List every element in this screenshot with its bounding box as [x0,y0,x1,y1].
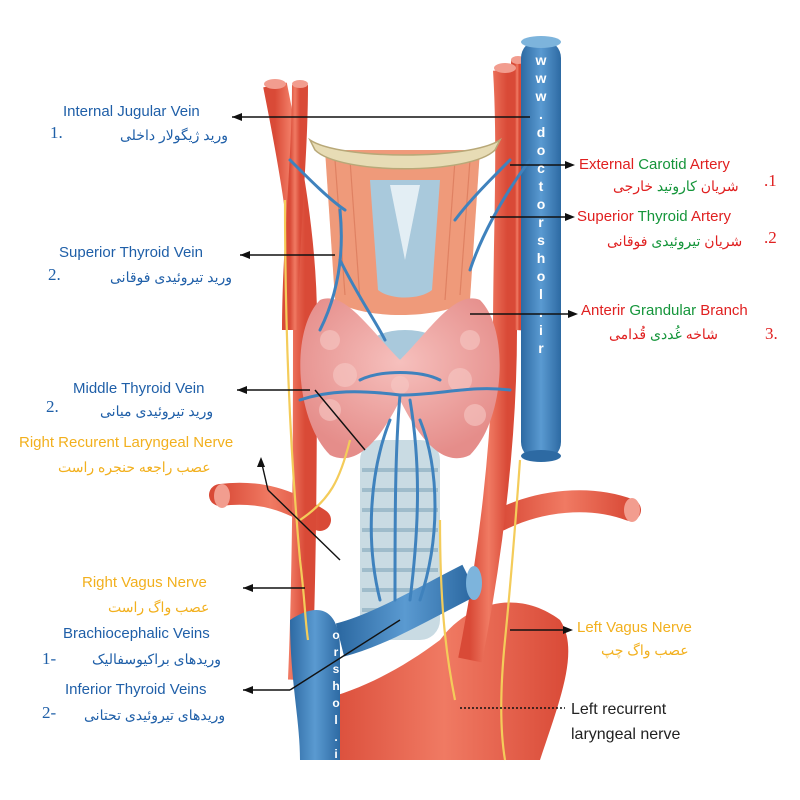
label-brachiocephalic-veins-fa: وریدهای براکیوسفالیک [92,651,221,667]
label-left-recurrent-laryngeal-nerve: Left recurrent [571,701,667,718]
right-recurrent-nerve-path [299,439,352,521]
label-left-vagus-nerve-fa: عصب واگ چپ [601,642,689,658]
left-internal-jugular-vein [521,40,561,460]
watermark-text: www.doctorshol.ir [329,492,343,781]
watermark-vertical-right: www.doctorshol.ir [533,52,550,358]
label-right-recurrent-laryngeal-nerve: Right Recurent Laryngeal Nerve [19,434,234,451]
label-external-carotid-artery-fa: شریان کاروتید خارجی [613,178,739,194]
label-internal-jugular-vein-fa: ورید ژیگولار داخلی [120,127,228,143]
label-right-vagus-nerve: Right Vagus Nerve [82,574,207,591]
label-superior-thyroid-vein: Superior Thyroid Vein [59,244,203,261]
left-external-carotid [508,59,527,331]
label-superior-thyroid-artery-fa: شریان تیروئیدی فوقانی [607,233,743,249]
label-anterior-grandular-branch-fa: شاخه غُددی قُدامی [609,326,718,342]
aortic-arch [320,602,569,760]
subclavian-left [489,490,641,531]
label-number: 2. [46,397,59,416]
label-number: .2 [764,228,777,247]
label-inferior-thyroid-veins-fa: وریدهای تیروئیدی تحتانی [84,707,226,723]
label-left-vagus-nerve: Left Vagus Nerve [577,619,692,636]
left-common-carotid [458,69,520,663]
label-left-recurrent-laryngeal-nerve-2: laryngeal nerve [571,726,681,743]
left-recurrent-nerve-path [438,519,457,701]
label-superior-thyroid-artery: Superior Thyroid Artery [577,208,731,225]
label-right-vagus-nerve-fa: عصب واگ راست [108,599,210,615]
label-number: 2- [42,703,57,722]
label-internal-jugular-vein: Internal Jugular Vein [63,103,200,120]
right-vagus-nerve-path [283,199,310,641]
right-external-carotid [282,84,308,331]
label-inferior-thyroid-veins: Inferior Thyroid Veins [65,681,207,698]
watermark-vertical-center: www.doctorshol.ir [329,492,344,781]
label-right-recurrent-laryngeal-nerve-fa: عصب راجعه حنجره راست [58,459,211,475]
label-middle-thyroid-vein: Middle Thyroid Vein [73,380,205,397]
label-brachiocephalic-veins: Brachiocephalic Veins [63,625,210,642]
watermark-text: www.doctorshol.ir [533,52,549,358]
label-number: 1. [50,123,63,142]
label-middle-thyroid-vein-fa: ورید تیروئیدی میانی [100,403,214,419]
left-vagus-nerve-path [500,459,522,761]
label-number: 2. [48,265,61,284]
label-external-carotid-artery: External Carotid Artery [579,156,730,173]
label-number: .1 [764,171,777,190]
label-number: 1- [42,649,57,668]
brachiocephalic-vein-left [335,564,478,657]
label-anterior-grandular-branch: Anterir Grandular Branch [581,302,748,319]
brachiocephalic-vein-right [290,610,340,760]
hyoid-bone [308,137,502,170]
label-superior-thyroid-vein-fa: ورید تیروئیدی فوقانی [110,269,233,285]
label-number: 3. [765,324,778,343]
